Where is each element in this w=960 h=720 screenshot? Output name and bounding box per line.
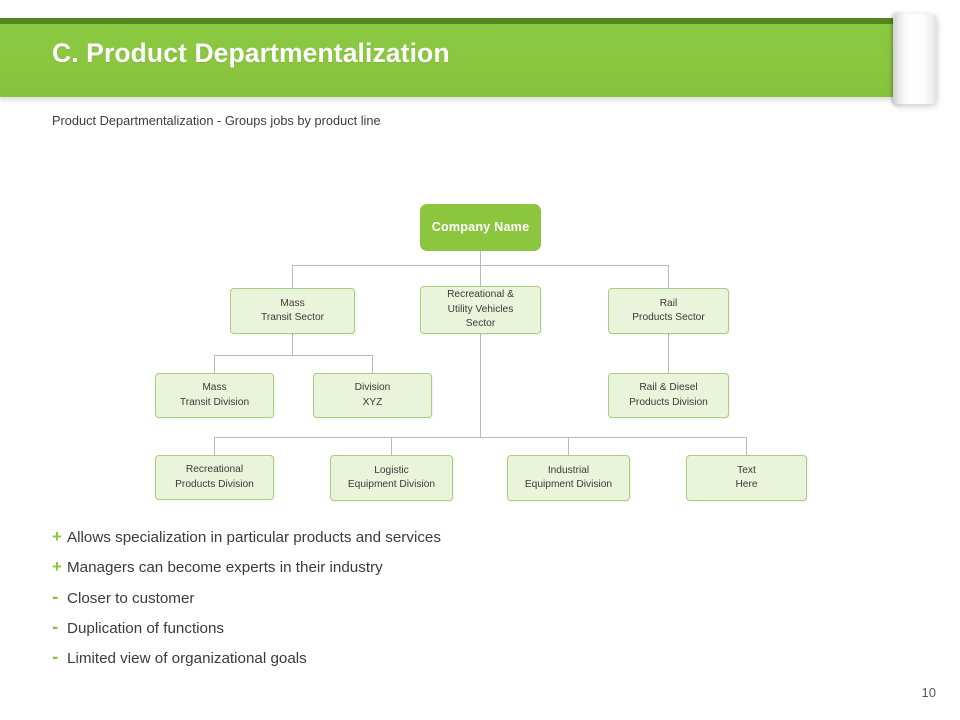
slide-header-banner [0, 18, 893, 97]
paper-curl-shadow [891, 11, 905, 107]
org-node-rail-products-sector[interactable]: Rail Products Sector [608, 288, 729, 334]
bullet-item: - Duplication of functions [52, 618, 752, 648]
connector-level2-bus [292, 265, 668, 266]
org-node-rail-diesel-products-division[interactable]: Rail & Diesel Products Division [608, 373, 729, 418]
bullet-item: + Allows specialization in particular pr… [52, 528, 752, 558]
org-node-label: Rail & Diesel Products Division [629, 382, 708, 408]
page-number: 10 [921, 685, 936, 700]
org-node-label: Recreational & Utility Vehicles Sector [447, 289, 514, 330]
bullet-text: Allows specialization in particular prod… [67, 529, 441, 546]
org-node-industrial-equipment-division[interactable]: Industrial Equipment Division [507, 455, 630, 501]
header-banner-body [0, 24, 893, 97]
minus-marker-icon: - [52, 587, 59, 608]
bullet-text: Duplication of functions [67, 620, 225, 637]
connector-level4-n3-up [568, 437, 569, 455]
org-node-label: Recreational Products Division [175, 464, 254, 490]
connector-mass-down [292, 334, 293, 355]
page-title: C. Product Departmentalization [52, 38, 450, 68]
plus-marker-icon: + [52, 527, 62, 546]
connector-mass-div-up [214, 355, 215, 373]
org-node-text-here[interactable]: Text Here [686, 455, 807, 501]
bullet-list: + Allows specialization in particular pr… [52, 528, 752, 678]
org-node-label: Company Name [431, 219, 530, 234]
org-node-label: Mass Transit Sector [260, 297, 325, 323]
slide-subtitle: Product Departmentalization - Groups job… [52, 113, 381, 128]
connector-level4-n2-up [391, 437, 392, 455]
org-node-recreational-utility-vehicles-sector[interactable]: Recreational & Utility Vehicles Sector [420, 286, 541, 334]
org-node-label: Text Here [735, 464, 758, 490]
connector-level2-left-up [292, 265, 293, 288]
org-node-recreational-products-division[interactable]: Recreational Products Division [155, 455, 274, 500]
bullet-text: Limited view of organizational goals [67, 650, 307, 667]
bullet-item: + Managers can become experts in their i… [52, 558, 752, 588]
org-node-label: Rail Products Sector [632, 297, 705, 323]
org-node-logistic-equipment-division[interactable]: Logistic Equipment Division [330, 455, 453, 501]
bullet-item: - Limited view of organizational goals [52, 648, 752, 678]
connector-recreational-down [480, 334, 481, 437]
connector-level3-left-bus [214, 355, 372, 356]
connector-rail-down [668, 334, 669, 373]
paper-curl-decoration [893, 14, 937, 104]
org-node-label: Mass Transit Division [179, 382, 250, 408]
org-node-division-xyz[interactable]: Division XYZ [313, 373, 432, 418]
connector-xyz-up [372, 355, 373, 373]
connector-level4-bus [214, 437, 746, 438]
plus-marker-icon: + [52, 557, 62, 576]
minus-marker-icon: - [52, 617, 59, 638]
minus-marker-icon: - [52, 647, 59, 668]
connector-root-down [480, 251, 481, 266]
connector-level4-n4-up [746, 437, 747, 455]
org-node-label: Industrial Equipment Division [524, 464, 613, 490]
bullet-item: - Closer to customer [52, 588, 752, 618]
org-node-company-name[interactable]: Company Name [420, 204, 541, 251]
org-node-label: Logistic Equipment Division [347, 464, 436, 490]
bullet-text: Closer to customer [67, 590, 195, 607]
org-node-mass-transit-division[interactable]: Mass Transit Division [155, 373, 274, 418]
bullet-text: Managers can become experts in their ind… [67, 559, 383, 576]
header-top-stripe [0, 18, 893, 25]
org-node-label: Division XYZ [354, 382, 391, 408]
connector-level4-n1-up [214, 437, 215, 455]
org-node-mass-transit-sector[interactable]: Mass Transit Sector [230, 288, 355, 334]
connector-level2-mid-up [480, 265, 481, 286]
connector-level2-right-up [668, 265, 669, 288]
